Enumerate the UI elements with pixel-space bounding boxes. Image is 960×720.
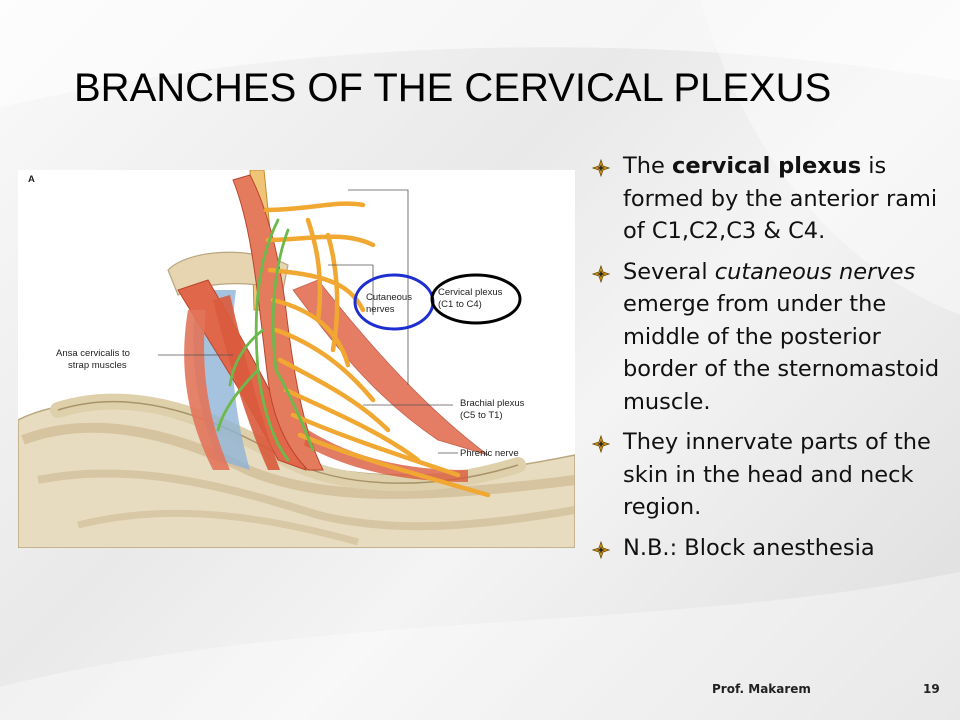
bullet-1-post: is formed by the anterior rami of C1,C2,…	[623, 153, 938, 244]
bullet-3-text: They innervate parts of the skin in the …	[623, 429, 931, 520]
sparkle-bullet-icon	[592, 264, 610, 283]
bullet-item: N.B.: Block anesthesia	[592, 532, 942, 565]
label-cervical-1: Cervical plexus	[438, 287, 503, 298]
sparkle-bullet-icon	[592, 435, 610, 453]
bullet-2-pre: Several	[623, 258, 715, 285]
slide-title: BRANCHES OF THE CERVICAL PLEXUS	[74, 66, 832, 110]
cervical-plexus-illustration: A Cutaneous nerves Cervical plexus (C1 t…	[18, 170, 575, 548]
label-ansa-2: strap muscles	[68, 360, 127, 371]
label-brachial-1: Brachial plexus	[460, 398, 525, 409]
bullet-1-pre: The	[623, 153, 672, 179]
bullet-1-bold: cervical plexus	[672, 153, 862, 179]
bullet-4-text: N.B.: Block anesthesia	[623, 534, 875, 561]
label-cutaneous-1: Cutaneous	[366, 292, 412, 303]
bullet-2-post: emerge from under the middle of the post…	[623, 291, 940, 415]
bullet-list: The cervical plexus is formed by the ant…	[592, 150, 942, 572]
sparkle-bullet-icon	[592, 159, 610, 177]
bullet-item: The cervical plexus is formed by the ant…	[592, 150, 942, 248]
label-cervical-2: (C1 to C4)	[438, 299, 482, 310]
footer-author: Prof. Makarem	[712, 682, 811, 696]
label-brachial-2: (C5 to T1)	[460, 410, 503, 421]
label-ansa-1: Ansa cervicalis to	[56, 348, 130, 359]
bullet-2-italic: cutaneous nerves	[714, 258, 916, 285]
label-phrenic: Phrenic nerve	[460, 448, 519, 459]
bullet-item: Several cutaneous nerves emerge from und…	[592, 256, 942, 419]
sparkle-bullet-icon	[592, 540, 610, 559]
label-cutaneous-2: nerves	[366, 304, 395, 315]
bullet-item: They innervate parts of the skin in the …	[592, 426, 942, 524]
panel-letter: A	[28, 174, 35, 185]
page-number: 19	[923, 682, 940, 696]
